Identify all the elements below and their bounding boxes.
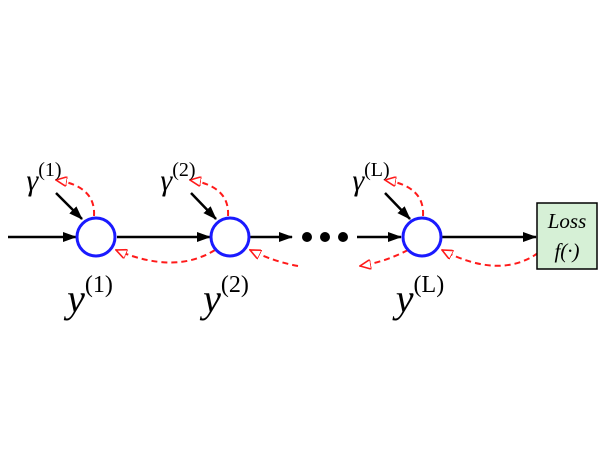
gamma-arrow-L (384, 192, 411, 220)
y-label-2: y(2) (199, 272, 249, 321)
loss-box (536, 202, 598, 270)
ellipsis-dots (302, 232, 348, 242)
y-label-L: y(L) (392, 272, 444, 321)
gradient-loss-to-L (442, 249, 539, 267)
node-1 (75, 216, 117, 258)
gradient-to-gamma-1 (56, 180, 96, 217)
gamma-label-L: γ(L) (352, 159, 389, 197)
gamma-arrow-2 (190, 192, 217, 220)
gamma-label-1: γ(1) (26, 159, 61, 197)
gamma-label-2: γ(2) (160, 159, 195, 197)
gradient-to-gamma-L (385, 180, 425, 217)
gradient-to-gamma-2 (190, 180, 230, 217)
node-L (401, 216, 443, 258)
gradient-L-to-dots (360, 249, 409, 266)
y-label-1: y(1) (63, 272, 113, 321)
gradient-2-to-1 (116, 250, 216, 264)
loss-box-title: Loss (547, 209, 587, 233)
gamma-arrow-1 (55, 192, 83, 220)
node-2 (209, 216, 251, 258)
gradient-dots-to-2 (250, 249, 299, 267)
loss-box-function: f(·) (554, 239, 579, 263)
